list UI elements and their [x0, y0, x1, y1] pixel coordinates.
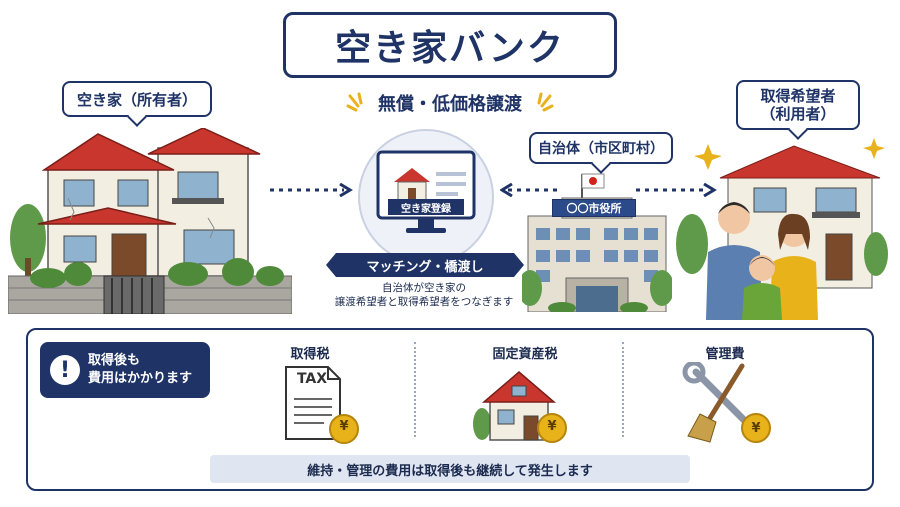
buyer-label-line2: （利用者） — [760, 105, 836, 123]
notice-line1: 取得後も — [88, 352, 141, 368]
arrow-left — [500, 183, 558, 197]
monitor-label: 空き家登録 — [388, 199, 464, 215]
page-title: 空き家バンク — [283, 12, 617, 78]
yen-icon-2: ¥ — [547, 419, 557, 434]
yen-icon-1: ¥ — [339, 419, 349, 434]
cost-label-property-tax: 固定資産税 — [492, 347, 558, 362]
buyer-label-line1: 取得希望者 — [760, 87, 836, 105]
owner-label-text: 空き家（所有者） — [76, 90, 197, 109]
matching-desc-line2: 譲渡希望者と取得希望者をつなぎます — [334, 296, 514, 309]
divider-2 — [622, 342, 624, 437]
notice-box: ! 取得後も 費用はかかります — [40, 342, 210, 398]
city-hall-sign: 〇〇市役所 — [552, 199, 636, 217]
buyer-label: 取得希望者 （利用者） — [736, 80, 860, 130]
tax-doc-text: TAX — [296, 371, 328, 387]
buyer-family-illustration — [676, 138, 888, 320]
house-icon — [473, 371, 567, 443]
notice-text: 取得後も 費用はかかります — [88, 352, 192, 388]
subtitle-text: 無償・低価格譲渡 — [378, 94, 522, 115]
matching-description: 自治体が空き家の 譲渡希望者と取得希望者をつなぎます — [322, 281, 526, 309]
arrow-right-2 — [636, 183, 717, 197]
city-label: 自治体（市区町村） — [529, 132, 673, 164]
owner-label: 空き家（所有者） — [62, 81, 212, 117]
notice-line2: 費用はかかります — [88, 371, 193, 386]
city-label-text: 自治体（市区町村） — [538, 141, 664, 157]
arrow-right-1 — [270, 183, 353, 197]
monitor-icon — [376, 150, 476, 233]
footer-note: 維持・管理の費用は取得後も継続して発生します — [210, 455, 690, 483]
exclamation-icon: ! — [50, 355, 80, 385]
tools-icon — [682, 362, 771, 443]
sparkle-right-icon — [537, 92, 554, 112]
vacant-house-illustration — [8, 128, 292, 314]
cost-label-acquisition-tax: 取得税 — [290, 347, 330, 362]
cost-label-management-fee: 管理費 — [705, 347, 745, 362]
yen-icon-3: ¥ — [751, 421, 761, 436]
subtitle: 無償・低価格譲渡 — [320, 88, 580, 118]
tax-document-icon — [285, 366, 359, 444]
matching-label: マッチング・橋渡し — [326, 253, 524, 277]
sparkle-left-icon — [346, 92, 363, 112]
city-hall-illustration — [522, 173, 672, 312]
matching-desc-line1: 自治体が空き家の — [382, 282, 466, 294]
divider-1 — [414, 342, 416, 437]
